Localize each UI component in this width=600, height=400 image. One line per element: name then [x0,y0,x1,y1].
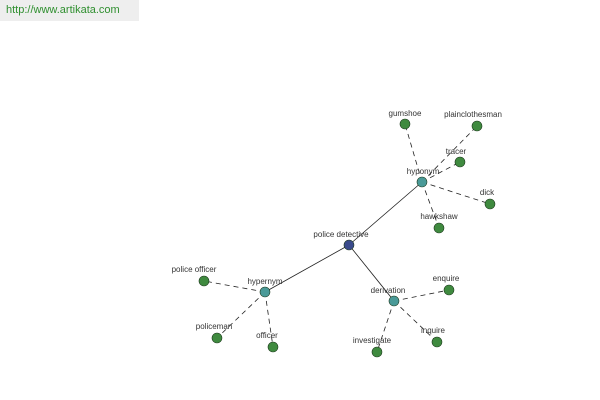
leaf-node-plainclothesman[interactable] [471,120,483,132]
relation-label-hypernym: hypernym [247,277,282,286]
site-url-link[interactable]: http://www.artikata.com [0,0,139,21]
graph-edges [203,123,491,353]
leaf-label-policeman: policeman [196,322,232,331]
relation-label-hyponym: hyponym [407,167,440,176]
relation-node-hyponym[interactable] [416,176,428,188]
leaf-node-dick[interactable] [484,198,496,210]
leaf-node-tracer[interactable] [454,156,466,168]
leaf-node-gumshoe[interactable] [399,118,411,130]
relation-node-hypernym[interactable] [259,286,271,298]
leaf-label-gumshoe: gumshoe [389,109,422,118]
leaf-node-policeman[interactable] [211,332,223,344]
leaf-label-enquire: enquire [433,274,460,283]
edge-hyponym-hawkshaw [421,181,440,229]
leaf-label-plainclothesman: plainclothesman [444,110,502,119]
edge-hyponym-plainclothesman [421,125,478,183]
relation-label-derivation: derivation [371,286,406,295]
leaf-label-officer: officer [256,331,278,340]
edge-hyponym-gumshoe [404,123,423,183]
edge-hyponym-tracer [421,161,461,183]
edge-root-hypernym [264,244,350,293]
relation-node-derivation[interactable] [388,295,400,307]
leaf-label-police-officer: police officer [172,265,217,274]
leaf-label-tracer: tracer [446,147,467,156]
graph-labels: police detective hyponym gumshoe plaincloth… [172,109,502,345]
leaf-node-investigate[interactable] [371,346,383,358]
leaf-node-officer[interactable] [267,341,279,353]
leaf-node-police-officer[interactable] [198,275,210,287]
leaf-label-investigate: investigate [353,336,392,345]
edge-derivation-enquire [393,289,450,302]
root-label: police detective [313,230,369,239]
edge-root-derivation [348,244,395,302]
edge-hypernym-officer [264,291,274,348]
leaf-label-inquire: inquire [421,326,446,335]
leaf-node-hawkshaw[interactable] [433,222,445,234]
leaf-node-enquire[interactable] [443,284,455,296]
edge-hypernym-policeman [216,291,266,339]
edge-derivation-inquire [393,300,438,343]
leaf-label-dick: dick [480,188,495,197]
leaf-node-inquire[interactable] [431,336,443,348]
edge-hyponym-dick [421,181,491,205]
edge-hypernym-police-officer [203,280,266,293]
root-node-police-detective[interactable] [343,239,355,251]
leaf-label-hawkshaw: hawkshaw [420,212,458,221]
edge-root-hyponym [348,181,423,246]
graph-nodes [198,118,496,358]
